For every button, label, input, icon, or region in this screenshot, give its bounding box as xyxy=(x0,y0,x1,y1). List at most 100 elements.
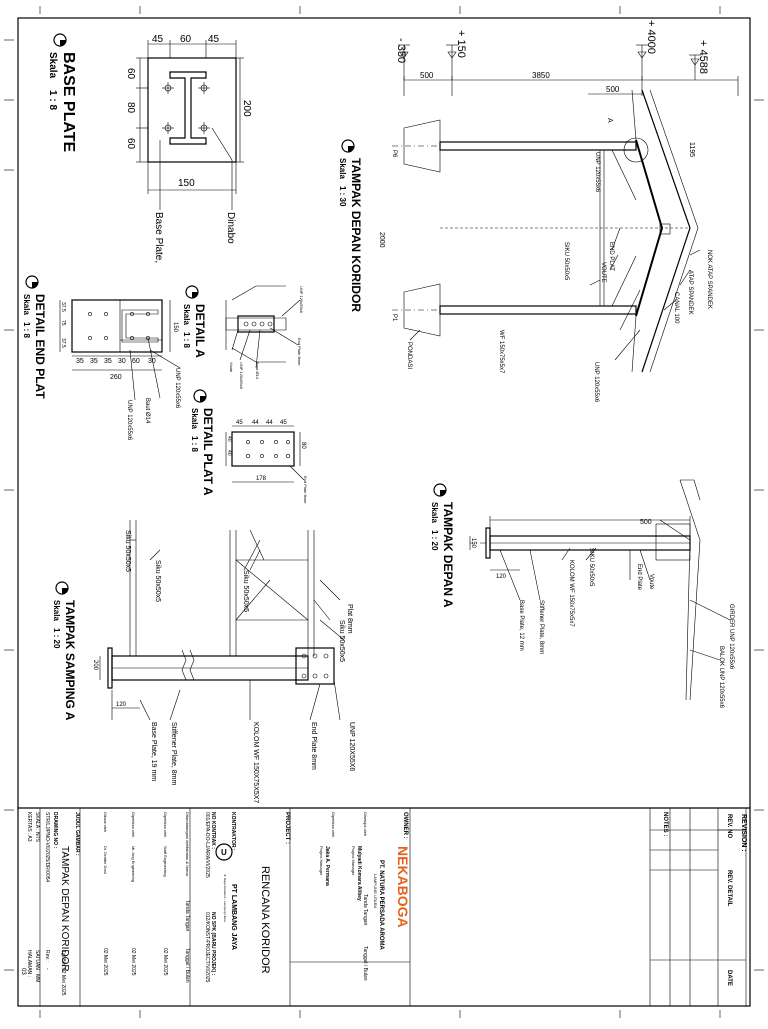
date-label: Tgl.Bln : xyxy=(60,950,66,968)
view-marker-fill-icon xyxy=(348,146,354,152)
dim-text: 37.5 xyxy=(60,338,66,348)
dim-text: 45 xyxy=(208,34,220,45)
contract-no-label: NO KONTRAK : xyxy=(210,812,216,849)
contractor-row-role: Dibuat oleh xyxy=(103,812,108,832)
contractor-row-name: Jabatan & Nama xyxy=(185,846,190,877)
callout: Voute xyxy=(229,362,234,373)
callout: Stiffener Plate, 8mm xyxy=(170,722,177,785)
callout: WF 150x75x5x7 xyxy=(498,330,504,374)
level-text: - 350 xyxy=(395,38,407,63)
callout: End Plate 8mm xyxy=(303,476,308,504)
contractor-logo-icon: U xyxy=(215,843,233,861)
dim-text: 80 xyxy=(300,442,306,449)
callout: UNP 120x55x6 xyxy=(593,362,599,403)
dim-text: 44 xyxy=(252,420,259,426)
sheet-border xyxy=(4,6,764,1018)
contractor-row-role: Diperiksa oleh xyxy=(131,812,136,837)
callout: SIKU 50x50x5 xyxy=(588,548,594,587)
owner-row-title: Project Manager xyxy=(351,846,356,876)
view-marker-fill-icon xyxy=(32,282,38,288)
svg-text:U: U xyxy=(221,848,227,857)
view-tampak-depan-koridor: TAMPAK DEPAN KORIDOR Skala 1 : 30 - 350 … xyxy=(338,20,739,403)
base-plate-outline xyxy=(147,57,237,163)
callout-dinabo: Dinabo xyxy=(225,212,236,244)
dim-text: 60 xyxy=(125,68,136,80)
spk-no: 012/KONST-PROJECT/VI/2025 xyxy=(204,912,210,983)
owner-logo-text: NEKABOGA xyxy=(395,846,411,928)
contractor-row-name: Staff Engineering xyxy=(163,846,168,877)
pondasi-lower xyxy=(403,283,441,337)
owner-logo: NEKABOGA xyxy=(395,846,411,928)
end-plate-side xyxy=(295,647,335,685)
contractor-row-name: Dr. Drafter Doni xyxy=(103,846,108,874)
rev-value: - xyxy=(44,968,50,970)
page-label: HALAMAN : xyxy=(26,950,32,977)
end-plat-title: DETAIL END PLAT xyxy=(33,294,47,399)
dim-text: 60 xyxy=(180,34,192,45)
contractor-row-date: 02 Mei 2025 xyxy=(102,948,108,976)
rev-header: REV. DETAIL xyxy=(726,870,732,907)
owner-company: PT. NATURA PERSADA AROMA xyxy=(378,860,384,951)
dim-text: 178 xyxy=(256,476,267,482)
dim-text: 45 xyxy=(280,420,287,426)
anchor-bolts xyxy=(162,82,210,134)
dim-text: 75 xyxy=(60,320,66,326)
plat-a-outline xyxy=(231,431,295,467)
dim-text: 120 xyxy=(496,574,507,580)
dim-text: 45 xyxy=(236,420,243,426)
dim-text: 40 xyxy=(226,450,232,456)
callout: VOUTE xyxy=(600,262,606,283)
owner-row-name: Mulyadi Komara Alibey xyxy=(356,846,362,901)
koridor-title: TAMPAK DEPAN KORIDOR xyxy=(349,158,363,312)
date-value: 02 Mei 2025 xyxy=(60,968,66,996)
callout: NOK ATAP SPANDEK xyxy=(706,250,712,309)
base-plate-title: BASE PLATE xyxy=(60,52,77,152)
notes-label: NOTES : xyxy=(662,812,668,836)
tampak-samping-a-scale-label: Skala xyxy=(52,600,61,621)
callout: CANAL 100 xyxy=(673,292,679,324)
end-plat-scale-label: Skala xyxy=(22,294,31,315)
column-lower xyxy=(439,305,637,315)
koridor-scale: 1 : 30 xyxy=(338,186,347,207)
callout: End Plate xyxy=(636,564,642,591)
dim-text: 37.5 xyxy=(60,302,66,312)
dim-text: 120 xyxy=(116,702,127,708)
dim-text: 3850 xyxy=(532,71,550,80)
contractor-row-sign: Tanda Tangan xyxy=(184,900,190,932)
callout: KOLOM WF 150X75X5X7 xyxy=(252,722,259,803)
wf-section xyxy=(169,71,207,145)
title-block: REVISION : REV. NO REV. DETAIL DATE NOTE… xyxy=(20,808,747,1006)
owner-row-role: Disetujui oleh xyxy=(363,812,368,836)
contractor-row-role: Diperiksa oleh xyxy=(163,812,168,837)
callout: Plat 8mm xyxy=(346,604,353,634)
roof-spandek xyxy=(641,89,691,373)
callout: UNP 120X55X6 xyxy=(348,722,355,771)
view-marker-fill-icon xyxy=(60,40,66,46)
callout: KOLOM WF 150x75x5x7 xyxy=(568,560,574,627)
view-detail-a: DETAIL A Skala 1 : 8 UNP 120x55x6 End Pl… xyxy=(182,285,304,390)
callout: BALOK UNP 120x55x6 xyxy=(718,646,724,709)
callout-base-plate: Base Plate, xyxy=(153,212,164,263)
callout: UNP 120x55x6 xyxy=(594,152,600,193)
callout: Base Plate, 19 mm xyxy=(150,722,157,781)
base-plate-scale: 1 : 8 xyxy=(47,90,58,110)
owner-row-sign: Tanda Tangan xyxy=(362,894,368,926)
unit-label: SATUAN : MM xyxy=(34,950,40,982)
pondasi-upper xyxy=(403,119,441,173)
rev-header: REV. NO xyxy=(726,814,732,838)
dim-text: 200 xyxy=(92,660,98,671)
contract-no: 001/EPA-DO-LJ/ARA/VI/2025 xyxy=(204,812,210,878)
view-detail-end-plat: DETAIL END PLAT Skala 1 : 8 35 35 35 30 … xyxy=(22,275,181,441)
owner-row-date: Tanggal / Bulan xyxy=(362,946,368,981)
dim-text: 35 xyxy=(90,358,98,365)
callout: Baut Ø14 xyxy=(144,398,150,424)
level-text: + 150 xyxy=(455,30,467,58)
detail-plat-a-scale: 1 : 8 xyxy=(190,436,199,453)
view-tampak-depan-a: TAMPAK DEPAN A Skala 1 : 20 500 150 120 … xyxy=(430,479,734,709)
callout: Baut Ø14 xyxy=(255,362,260,380)
owner-label: OWNER : xyxy=(402,812,408,839)
dim-text: 150 xyxy=(470,538,476,549)
drawing-no: STR/LJ/PNO-VII/2025/DR/0054 xyxy=(44,812,50,883)
dim-text: 60 xyxy=(132,358,140,365)
